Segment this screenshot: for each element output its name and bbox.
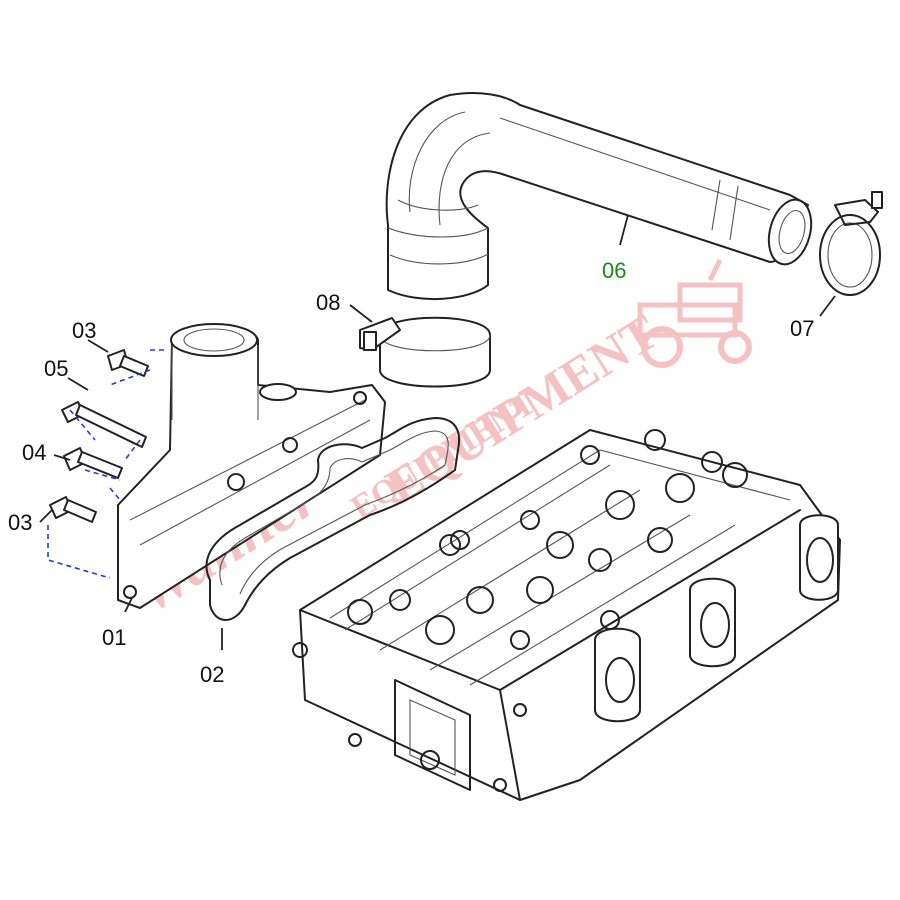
callout-03-lower: 03 [8,510,32,535]
part-04-bolt [63,447,123,479]
callout-08: 08 [316,290,340,315]
callout-05: 05 [44,356,68,381]
part-01-housing [117,323,386,609]
part-03-bolt-lower [49,496,97,523]
callout-02: 02 [200,662,224,687]
cylinder-head [292,429,841,801]
part-05-bolt [61,401,147,448]
callout-01: 01 [102,625,126,650]
callout-03-upper: 03 [72,318,96,343]
part-06-hose [385,92,813,300]
valve-ports [347,429,748,650]
exhaust-ports [594,514,839,723]
leader-lines [39,214,836,650]
front-face-detail [292,642,527,792]
callout-04: 04 [22,440,46,465]
part-03-bolt-upper [107,349,149,377]
tractor-logo [637,258,752,368]
part-02-gasket [205,417,460,621]
part-08-hose-clamp [359,316,491,388]
callout-06: 06 [602,258,626,283]
callout-07: 07 [790,316,814,341]
part-07-hose-clamp [819,191,883,296]
dashed-leader-lines [47,349,165,579]
